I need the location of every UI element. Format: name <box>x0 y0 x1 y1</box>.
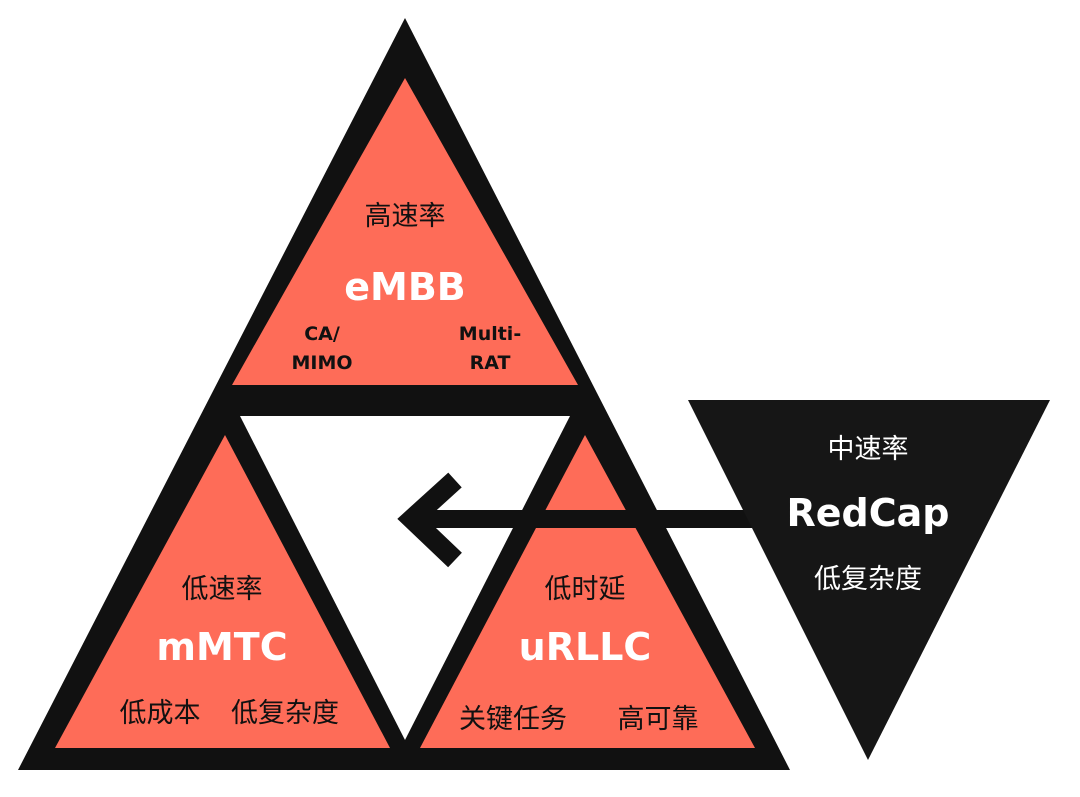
mmtc-triangle <box>55 435 390 748</box>
left-arrow-icon <box>397 472 462 568</box>
embb-left-line2: MIMO <box>291 352 352 374</box>
embb-top-label: 高速率 <box>365 201 446 232</box>
redcap-bottom-label: 低复杂度 <box>814 564 922 595</box>
arrow-shaft <box>412 510 772 528</box>
embb-name: eMBB <box>344 265 466 309</box>
redcap-top-label: 中速率 <box>828 434 909 465</box>
embb-right-line2: RAT <box>470 352 511 374</box>
embb-triangle <box>232 78 578 385</box>
mmtc-left-label: 低成本 <box>120 698 201 729</box>
center-white-triangle <box>240 416 570 740</box>
redcap-name: RedCap <box>787 491 950 535</box>
urllc-name: uRLLC <box>519 625 652 669</box>
mmtc-name: mMTC <box>156 625 287 669</box>
urllc-top-label: 低时延 <box>545 574 626 605</box>
urllc-right-label: 高可靠 <box>618 704 699 735</box>
urllc-left-label: 关键任务 <box>459 704 567 735</box>
mmtc-right-label: 低复杂度 <box>231 698 339 729</box>
embb-left-line1: CA/ <box>304 323 340 345</box>
mmtc-top-label: 低速率 <box>182 574 263 605</box>
urllc-triangle <box>420 435 755 748</box>
redcap-triangle <box>688 400 1050 760</box>
embb-right-line1: Multi- <box>459 323 521 345</box>
